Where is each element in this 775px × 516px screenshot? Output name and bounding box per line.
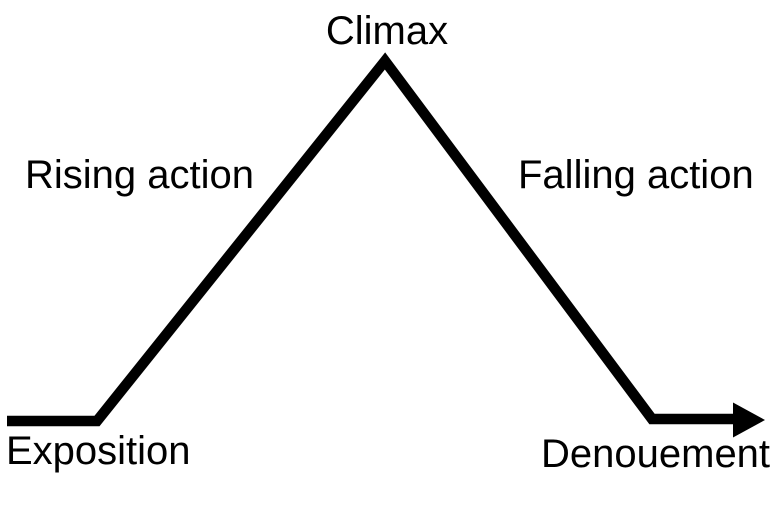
rising-action-label: Rising action (25, 153, 255, 197)
climax-label: Climax (325, 9, 449, 53)
denouement-label: Denouement (541, 432, 771, 476)
falling-action-label: Falling action (518, 153, 754, 197)
plot-line (7, 52, 738, 427)
arrow-head-icon (733, 402, 765, 438)
exposition-label: Exposition (6, 429, 191, 473)
